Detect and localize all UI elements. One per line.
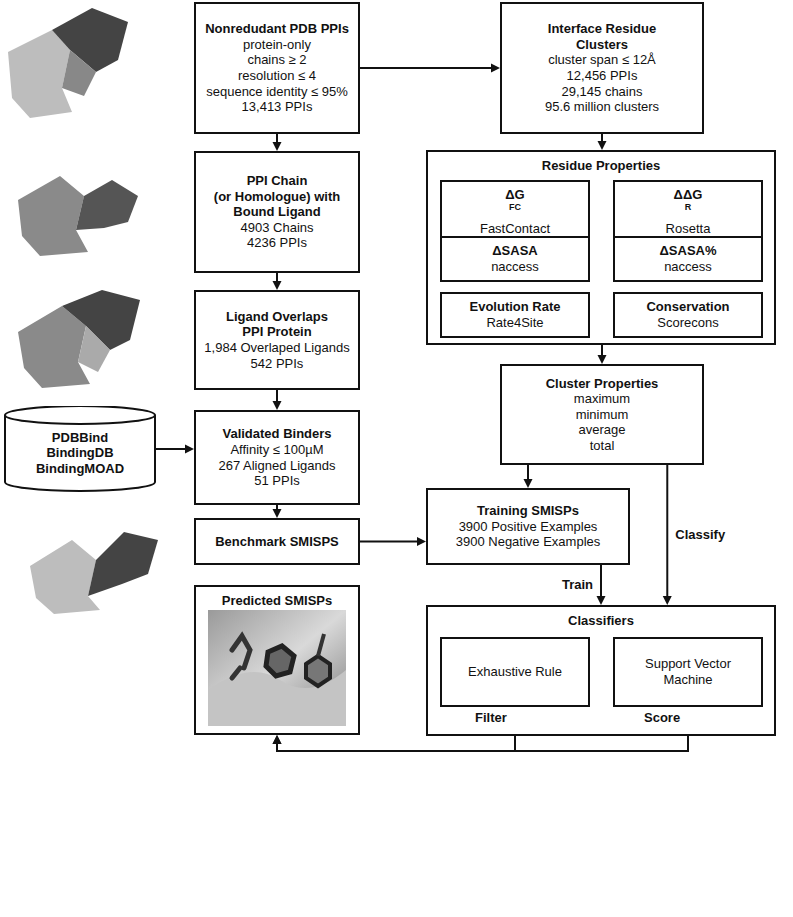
process-box: Benchmark SMISPS — [194, 518, 360, 565]
node-heading: Evolution Rate — [446, 299, 584, 315]
process-box: ConservationScorecons — [613, 292, 763, 338]
connector-arrow — [273, 273, 282, 290]
process-box: Evolution RateRate4Site — [440, 292, 590, 338]
connector-arrow — [524, 465, 533, 488]
edge-label: Score — [642, 710, 682, 726]
node-text: cluster span ≤ 12Å 12,456 PPIs 29,145 ch… — [506, 52, 698, 114]
process-box: Cluster Propertiesmaximum minimum averag… — [500, 364, 704, 465]
node-text: 3900 Positive Examples 3900 Negative Exa… — [432, 519, 624, 550]
node-heading: ΔSASA — [446, 243, 584, 259]
node-heading: Validated Binders — [200, 426, 354, 442]
node-heading: PDBBind BindingDB BindingMOAD — [8, 430, 152, 477]
node-text: FastContact — [446, 221, 584, 237]
connector-arrow — [273, 505, 282, 518]
process-box: Exhaustive Rule — [440, 637, 590, 707]
process-box: Validated BindersAffinity ≤ 100µM 267 Al… — [194, 410, 360, 505]
node-heading: Training SMISPs — [432, 503, 624, 519]
node-text: naccess — [446, 259, 584, 275]
node-heading: Residue Properties — [432, 158, 770, 174]
node-text: 4903 Chains 4236 PPIs — [200, 220, 354, 251]
process-box: Ligand Overlaps PPI Protein1,984 Overlap… — [194, 290, 360, 390]
node-text: 1,984 Overlaped Ligands 542 PPIs — [200, 340, 354, 371]
connector-arrow — [360, 537, 426, 546]
edge-label: Classify — [673, 527, 727, 543]
connector-arrow — [663, 465, 672, 605]
node-text: Exhaustive Rule — [446, 664, 584, 680]
group-box: Residue PropertiesΔGFC FastContact ΔΔGR Ros… — [426, 150, 776, 345]
superscript: R — [685, 202, 692, 212]
node-text: protein-only chains ≥ 2 resolution ≤ 4 s… — [200, 37, 354, 115]
connector-arrow — [598, 345, 607, 364]
connector-arrow — [273, 134, 282, 151]
node-heading: Nonredudant PDB PPIs — [200, 21, 354, 37]
process-box: Support Vector Machine — [613, 637, 763, 707]
connector-arrow — [360, 64, 500, 73]
surface-illustration — [208, 610, 346, 726]
node-heading: ΔSASA% — [619, 243, 757, 259]
node-text: Rate4Site — [446, 315, 584, 331]
process-box: ΔGFC FastContact — [440, 180, 590, 243]
edge-label: Filter — [473, 710, 509, 726]
node-heading: Ligand Overlaps PPI Protein — [200, 309, 354, 340]
database-cylinder: PDBBind BindingDB BindingMOAD — [4, 406, 156, 492]
node-text: maximum minimum average total — [506, 391, 698, 453]
node-heading: Predicted SMISPs — [200, 593, 354, 609]
node-heading: Cluster Properties — [506, 376, 698, 392]
node-text: naccess — [619, 259, 757, 275]
connector-arrow — [597, 565, 606, 605]
process-box: ΔSASA%naccess — [613, 236, 763, 282]
superscript: FC — [509, 202, 521, 212]
process-box: Interface Residue Clusterscluster span ≤… — [500, 2, 704, 134]
process-box: PPI Chain (or Homologue) with Bound Liga… — [194, 151, 360, 273]
connector-arrow — [156, 445, 194, 454]
protein-pictogram — [18, 290, 140, 388]
connector-arrow — [273, 390, 282, 410]
node-heading: Conservation — [619, 299, 757, 315]
group-box: Predicted SMISPs — [194, 585, 360, 735]
node-heading: Benchmark SMISPS — [200, 534, 354, 550]
protein-pictogram — [30, 532, 158, 614]
protein-pictogram — [18, 176, 138, 256]
node-heading: ΔΔG — [619, 187, 757, 203]
node-heading: PPI Chain (or Homologue) with Bound Liga… — [200, 173, 354, 220]
node-text: Rosetta — [619, 221, 757, 237]
node-heading: Classifiers — [432, 613, 770, 629]
node-text: Support Vector Machine — [619, 656, 757, 687]
process-box: ΔSASAnaccess — [440, 236, 590, 282]
process-box: Nonredudant PDB PPIsprotein-only chains … — [194, 2, 360, 134]
edge-label: Train — [560, 577, 595, 593]
protein-pictogram — [8, 8, 128, 118]
process-box: Training SMISPs3900 Positive Examples 39… — [426, 488, 630, 565]
node-text: Scorecons — [619, 315, 757, 331]
process-box: ΔΔGR Rosetta — [613, 180, 763, 243]
connector-arrow — [598, 134, 607, 150]
node-text: Affinity ≤ 100µM 267 Aligned Ligands 51 … — [200, 442, 354, 489]
node-heading: Interface Residue Clusters — [506, 21, 698, 52]
node-heading: ΔG — [446, 187, 584, 203]
